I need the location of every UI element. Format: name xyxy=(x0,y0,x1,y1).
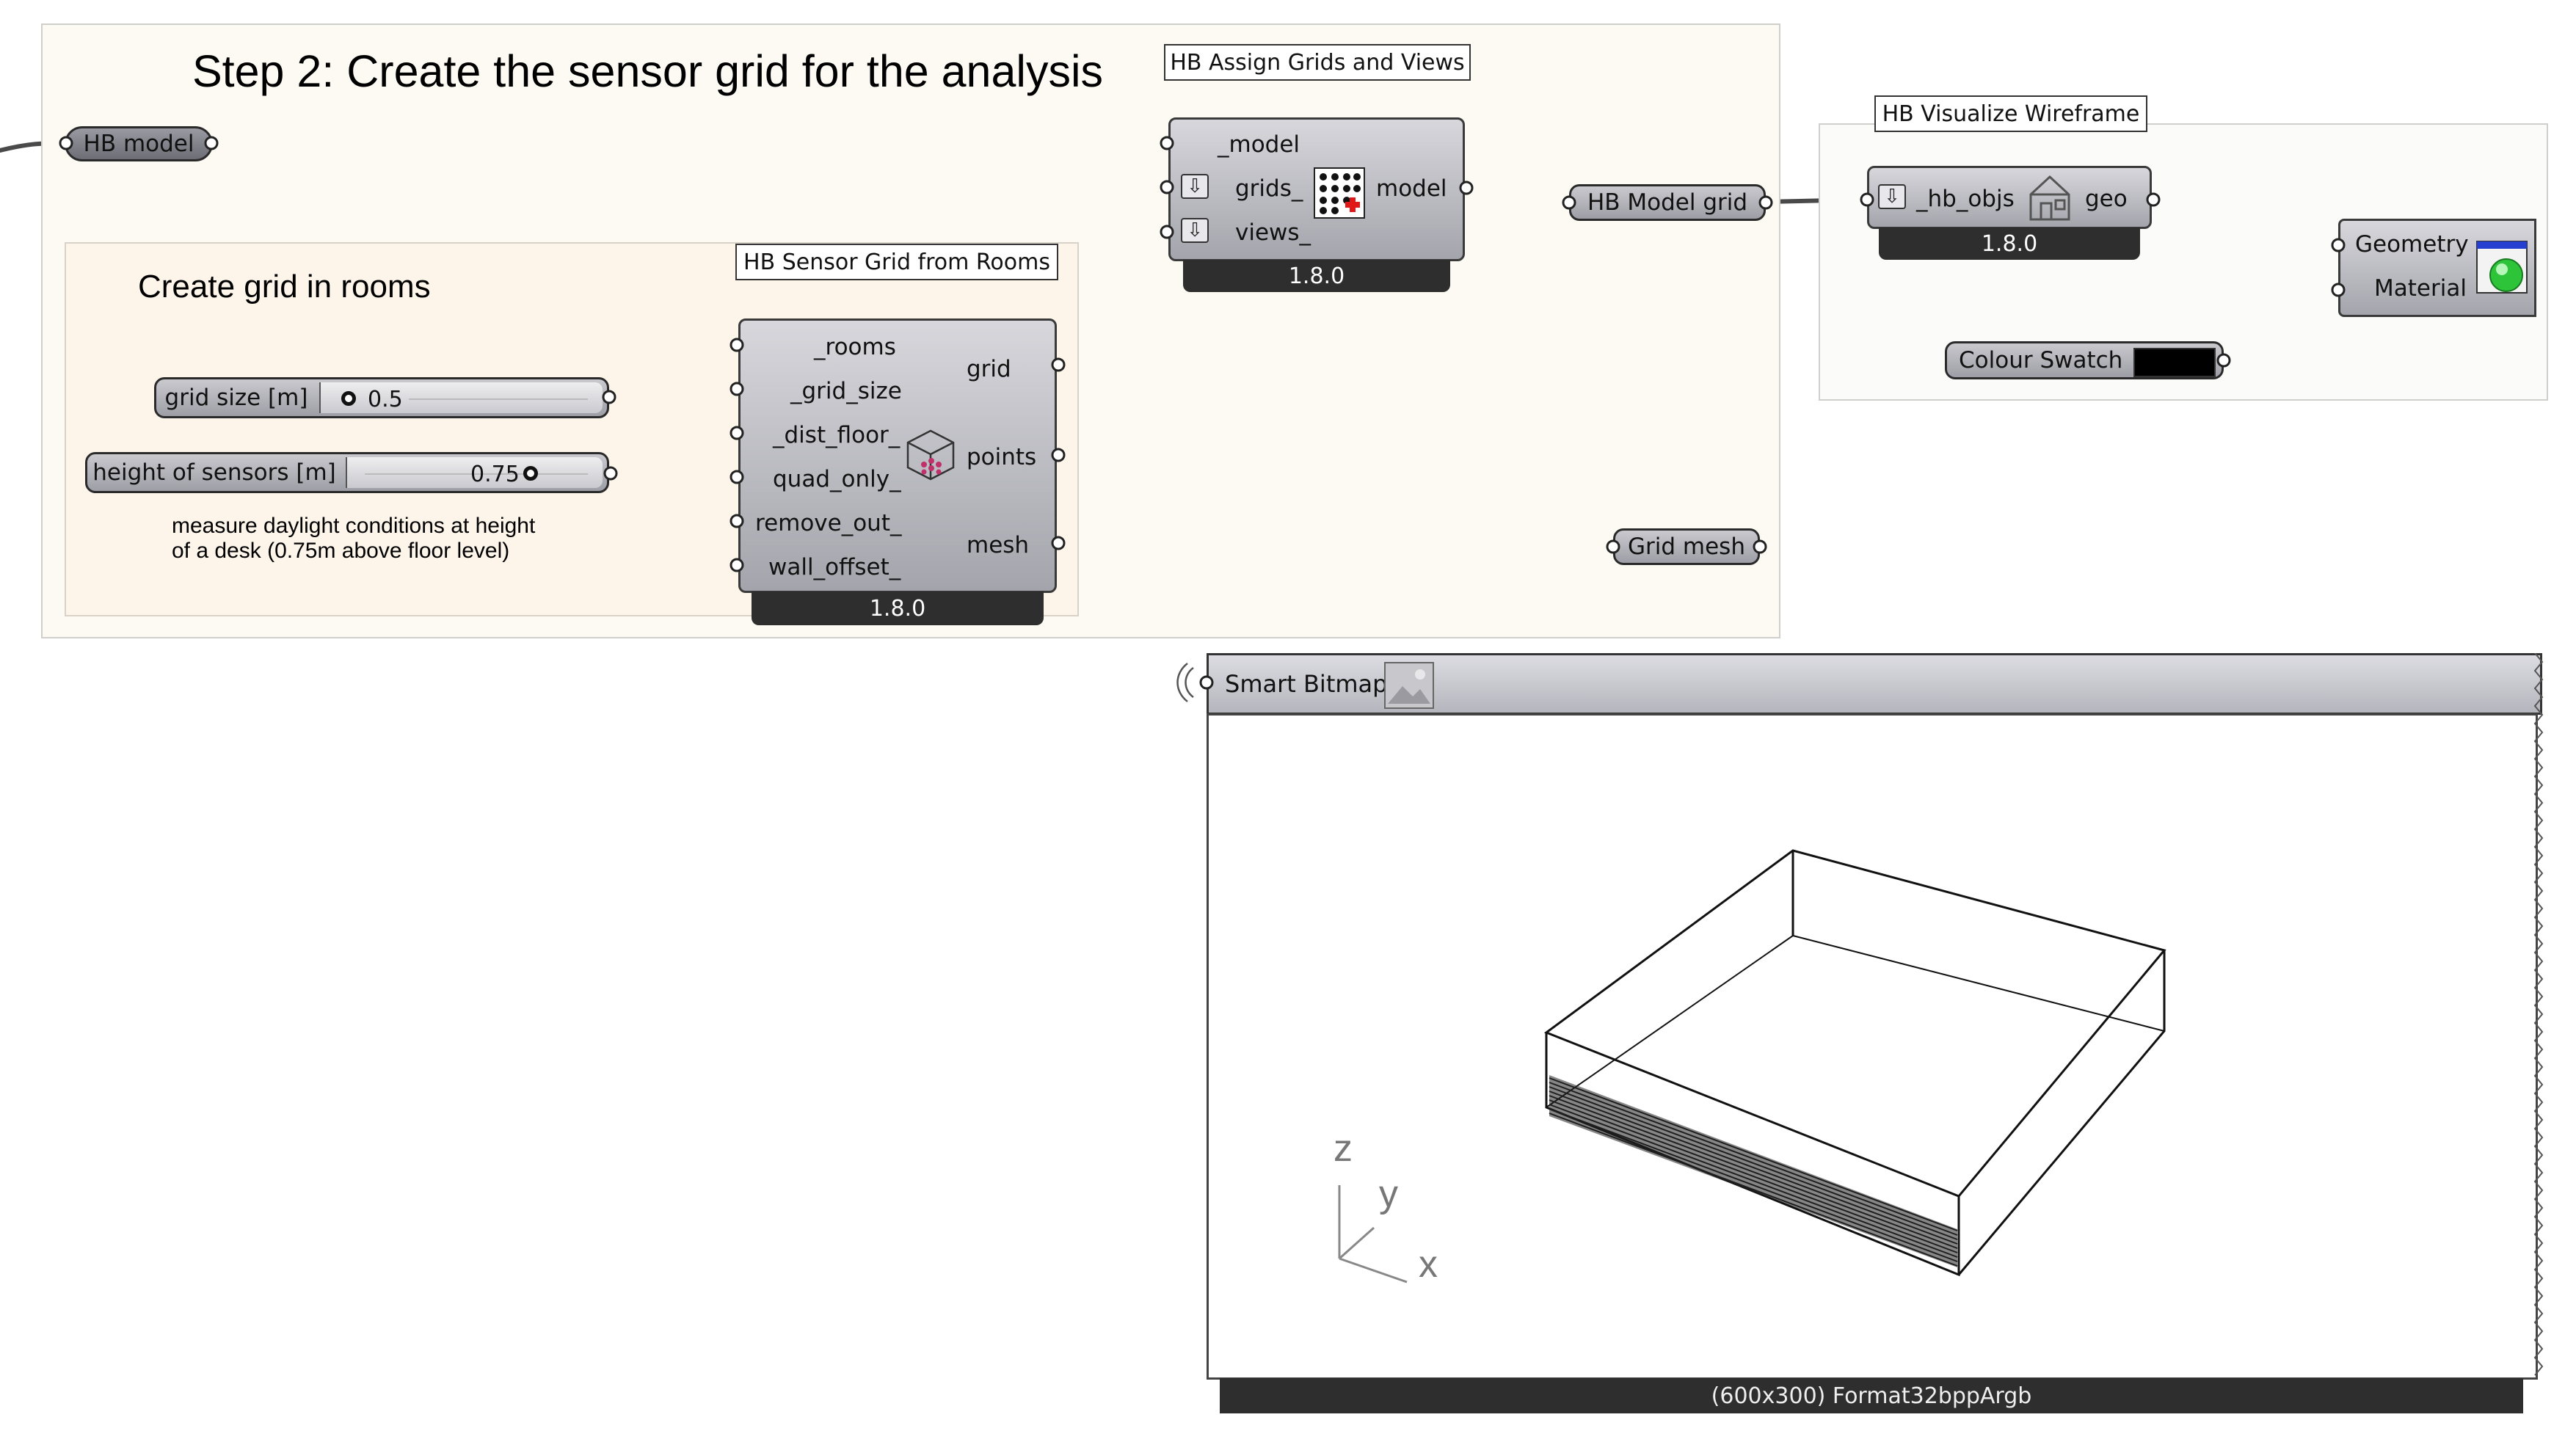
hb-visualize-wireframe[interactable]: ⇩ _hb_objs geo xyxy=(1867,166,2152,229)
grid-size-value: 0.5 xyxy=(368,387,403,412)
hb-assign-grids-views[interactable]: _model ⇩ grids_ ⇩ views_ model xyxy=(1168,117,1465,261)
wireframe-output-geo[interactable]: geo xyxy=(2085,186,2128,212)
assign-version: 1.8.0 xyxy=(1183,260,1450,292)
wireframe-input-hb-objs[interactable]: _hb_objs xyxy=(1916,186,2015,212)
smart-bitmap-footer: (600x300) Format32bppArgb xyxy=(1220,1378,2523,1413)
assign-input-grids[interactable]: grids_ xyxy=(1235,175,1303,202)
step-title: Step 2: Create the sensor grid for the a… xyxy=(192,46,1103,96)
axes-gizmo xyxy=(1338,1185,1408,1283)
grid-size-track[interactable]: 0.5 xyxy=(319,382,603,413)
axis-z-label: z xyxy=(1334,1127,1353,1170)
sensor-input-grid-size[interactable]: _grid_size xyxy=(790,378,902,404)
assign-views-arrow-icon: ⇩ xyxy=(1181,218,1209,243)
hb-model-param[interactable]: HB model xyxy=(65,126,213,161)
assign-version-label: 1.8.0 xyxy=(1288,263,1345,289)
sensor-output-mesh[interactable]: mesh xyxy=(967,532,1030,558)
bitmap-zigzag-edge xyxy=(2533,653,2544,1376)
house-wireframe-icon xyxy=(2029,175,2070,221)
height-of-sensors-slider[interactable]: height of sensors [m] 0.75 xyxy=(85,452,609,493)
sensor-version-label: 1.8.0 xyxy=(869,595,926,622)
sensor-input-remove-out[interactable]: remove_out_ xyxy=(755,510,902,536)
assign-input-model[interactable]: _model xyxy=(1218,131,1300,158)
sensor-input-quad-only[interactable]: quad_only_ xyxy=(773,466,901,492)
sensor-input-dist-floor[interactable]: _dist_floor_ xyxy=(773,422,900,448)
height-of-sensors-track[interactable]: 0.75 xyxy=(346,457,603,488)
assign-grids-arrow-icon: ⇩ xyxy=(1181,174,1209,199)
bitmap-signal-icon xyxy=(1176,663,1194,702)
smart-bitmap-footer-label: (600x300) Format32bppArgb xyxy=(1711,1383,2032,1409)
assign-output-model[interactable]: model xyxy=(1376,175,1447,202)
room-wireframe-render xyxy=(1543,849,2166,1277)
hb-sensor-grid-from-rooms[interactable]: _rooms _grid_size _dist_floor_ quad_only… xyxy=(738,318,1057,593)
wireframe-objs-arrow-icon: ⇩ xyxy=(1878,184,1906,209)
assign-grid-icon xyxy=(1314,167,1365,219)
grid-size-slider[interactable]: grid size [m] 0.5 xyxy=(154,377,609,418)
custom-preview[interactable]: Geometry Material xyxy=(2338,219,2536,317)
hb-model-label: HB model xyxy=(83,131,194,157)
preview-input-geometry[interactable]: Geometry xyxy=(2355,231,2469,258)
smart-bitmap-header[interactable]: Smart Bitmap xyxy=(1207,653,2542,715)
colour-swatch-label: Colour Swatch xyxy=(1959,347,2123,374)
grid-mesh-param[interactable]: Grid mesh xyxy=(1613,528,1760,565)
wireframe-version-label: 1.8.0 xyxy=(1981,230,2038,257)
height-of-sensors-label: height of sensors [m] xyxy=(92,459,336,486)
smart-bitmap-canvas[interactable]: z y x xyxy=(1207,713,2538,1380)
grid-size-ticks xyxy=(409,393,588,400)
preview-input-material[interactable]: Material xyxy=(2374,275,2467,302)
sensor-output-grid[interactable]: grid xyxy=(967,356,1011,382)
assign-balloon: HB Assign Grids and Views xyxy=(1164,44,1471,81)
colour-swatch-color[interactable] xyxy=(2133,348,2216,377)
sensor-version: 1.8.0 xyxy=(752,591,1044,625)
sensor-grid-cube-icon xyxy=(906,429,955,481)
sensor-balloon-label: HB Sensor Grid from Rooms xyxy=(743,249,1050,275)
grid-mesh-label: Grid mesh xyxy=(1628,534,1745,560)
colour-swatch[interactable]: Colour Swatch xyxy=(1945,341,2224,379)
assign-input-views[interactable]: views_ xyxy=(1235,219,1311,246)
preview-sphere-icon xyxy=(2476,241,2528,294)
hb-model-grid-param[interactable]: HB Model grid xyxy=(1569,184,1766,221)
wireframe-version: 1.8.0 xyxy=(1879,227,2140,260)
sensor-balloon: HB Sensor Grid from Rooms xyxy=(735,244,1058,280)
grid-size-label: grid size [m] xyxy=(164,385,308,411)
smart-bitmap-title: Smart Bitmap xyxy=(1225,670,1388,698)
desk-height-note: measure daylight conditions at height of… xyxy=(172,514,536,563)
sensor-output-points[interactable]: points xyxy=(967,444,1037,470)
wireframe-balloon: HB Visualize Wireframe xyxy=(1874,95,2147,132)
hb-model-grid-label: HB Model grid xyxy=(1587,189,1748,216)
height-of-sensors-value: 0.75 xyxy=(470,462,520,487)
image-icon xyxy=(1384,662,1434,709)
axis-y-label: y xyxy=(1379,1173,1398,1215)
sensor-input-rooms[interactable]: _rooms xyxy=(814,334,896,360)
wireframe-balloon-label: HB Visualize Wireframe xyxy=(1882,101,2140,127)
height-of-sensors-knob[interactable] xyxy=(523,466,538,481)
subgroup-title: Create grid in rooms xyxy=(138,269,431,305)
sensor-input-wall-offset[interactable]: wall_offset_ xyxy=(768,554,901,580)
grid-size-knob[interactable] xyxy=(341,391,356,406)
height-of-sensors-ticks xyxy=(365,467,588,475)
axis-x-label: x xyxy=(1419,1243,1438,1286)
assign-balloon-label: HB Assign Grids and Views xyxy=(1170,49,1465,76)
